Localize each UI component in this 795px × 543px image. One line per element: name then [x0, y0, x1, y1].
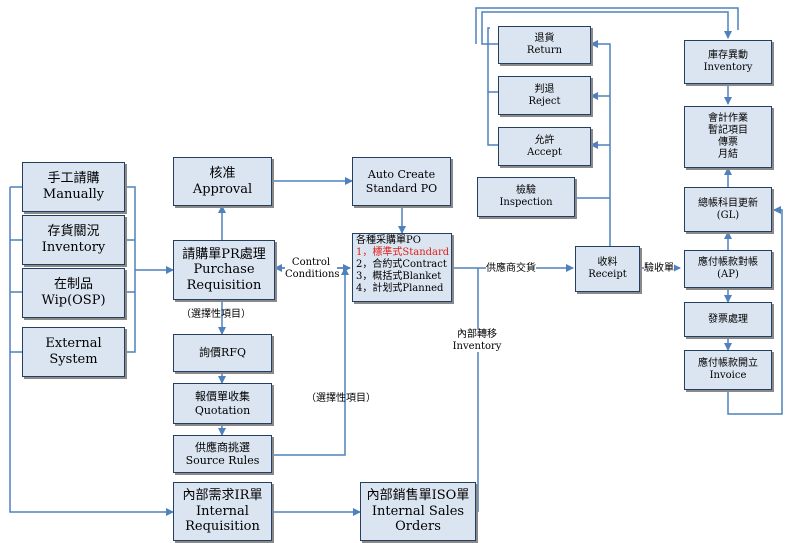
inspection-label-en: Inspection — [499, 197, 553, 208]
auto-create-label-2: Standard PO — [365, 181, 438, 195]
wip-label-zh: 在制品 — [53, 277, 93, 293]
internal-transfer-label-en: Inventory — [452, 340, 502, 352]
return-label-zh: 退貨 — [534, 33, 555, 44]
rfq-label: 詢價RFQ — [199, 346, 246, 360]
manually-label-zh: 手工請購 — [47, 171, 100, 187]
approval-label-en: Approval — [192, 181, 253, 197]
auto-create-label-1: Auto Create — [367, 168, 436, 182]
inventory-source-box[interactable]: 存貨關況 Inventory — [22, 215, 125, 265]
po-type-contract: 2，合約式Contract — [356, 259, 447, 270]
return-box[interactable]: 退貨 Return — [498, 26, 591, 64]
reject-box[interactable]: 判退 Reject — [498, 76, 591, 115]
inspection-box[interactable]: 檢驗 Inspection — [477, 177, 575, 217]
po-type-blanket: 3，概括式Blanket — [356, 271, 442, 282]
po-types-box[interactable]: 各種采購單PO 1，標準式Standard 2，合約式Contract 3，概括… — [352, 233, 452, 302]
receipt-box[interactable]: 收料 Receipt — [575, 246, 640, 292]
internal-transfer-label: 內部轉移 Inventory — [452, 329, 502, 352]
pr-label-zh: 請購單PR處理 — [182, 246, 266, 262]
external-system-box[interactable]: External System — [22, 327, 125, 377]
connector-reject-loop — [487, 27, 498, 93]
ir-label-en-1: Internal — [196, 503, 249, 519]
source-rules-label-zh: 供應商挑選 — [195, 440, 250, 454]
connector-receipt-bus — [590, 40, 611, 246]
return-label-en: Return — [526, 45, 563, 56]
control-label-1: Control — [291, 257, 331, 268]
accept-label-en: Accept — [527, 146, 562, 158]
invoice-label-en: Invoice — [709, 370, 747, 381]
gl-label-zh: 總帳科目更新 — [698, 197, 758, 209]
accept-box[interactable]: 允許 Accept — [498, 127, 591, 166]
accept-label-zh: 允許 — [534, 134, 555, 146]
inventory-transfer-box[interactable]: 庫存異動 Inventory — [684, 40, 772, 84]
connector-sources-bus — [9, 187, 174, 516]
accounting-box[interactable]: 會計作業 暫記項目 傳票 月結 — [684, 106, 772, 168]
control-conditions-label: Control Conditions — [285, 257, 340, 280]
auto-create-box[interactable]: Auto Create Standard PO — [352, 157, 451, 206]
external-label-2: System — [49, 352, 98, 367]
quotation-box[interactable]: 報價單收集 Quotation — [173, 383, 272, 424]
inspection-label-zh: 檢驗 — [516, 185, 536, 196]
connector-invoice-gl — [727, 206, 783, 415]
po-type-planned: 4，計划式Planned — [356, 283, 444, 294]
connector-right-bus — [125, 186, 136, 353]
inv-transfer-label-en: Inventory — [703, 62, 753, 73]
purchase-requisition-box[interactable]: 請購單PR處理 Purchase Requisition — [173, 240, 275, 300]
quotation-label-en: Quotation — [194, 403, 251, 417]
gl-box[interactable]: 總帳科目更新 (GL) — [684, 187, 772, 232]
po-type-standard: 1，標準式Standard — [356, 247, 450, 258]
ir-label-zh: 內部需求IR單 — [182, 488, 263, 504]
invoice-processing-box[interactable]: 發票處理 — [684, 302, 772, 337]
accounting-label-4: 月結 — [718, 149, 738, 160]
external-label-1: External — [45, 336, 102, 352]
iso-label-en-1: Internal Sales — [371, 503, 465, 519]
ap-box[interactable]: 應付帳款對帳 (AP) — [684, 250, 772, 288]
manually-box[interactable]: 手工請購 Manually — [22, 162, 125, 212]
optional-label-pr: （選擇性項目） — [181, 309, 251, 320]
ir-label-en-2: Requisition — [185, 519, 260, 535]
connector-top-loop — [475, 7, 739, 44]
gl-label-en: (GL) — [716, 209, 740, 221]
connector-source-po — [272, 267, 349, 456]
iso-label-zh: 內部銷售單ISO單 — [366, 488, 470, 504]
receipt-label-en: Receipt — [588, 269, 627, 280]
internal-transfer-label-zh: 內部轉移 — [457, 329, 497, 340]
accounting-label-2: 暫記項目 — [708, 125, 748, 136]
receipt-label-zh: 收料 — [597, 257, 618, 268]
inventory-label-en: Inventory — [41, 240, 106, 255]
source-rules-box[interactable]: 供應商挑選 Source Rules — [173, 435, 272, 473]
iso-label-en-2: Orders — [395, 519, 441, 535]
accounting-label-3: 傳票 — [718, 137, 738, 148]
approval-label-zh: 核准 — [209, 165, 236, 181]
wip-box[interactable]: 在制品 Wip(OSP) — [22, 268, 125, 318]
reject-label-zh: 判退 — [534, 83, 555, 95]
optional-label-source: （選擇性項目） — [306, 393, 376, 404]
internal-sales-orders-box[interactable]: 內部銷售單ISO單 Internal Sales Orders — [360, 482, 476, 541]
supplier-delivery-label: 供應商交貨 — [486, 263, 536, 275]
pr-label-en-2: Requisition — [186, 277, 262, 293]
inventory-label-zh: 存貨關況 — [47, 224, 100, 240]
po-types-title: 各種采購單PO — [356, 235, 421, 246]
invoice-box[interactable]: 應付帳款開立 Invoice — [684, 350, 772, 390]
ap-label-zh: 應付帳款對帳 — [698, 257, 758, 268]
manually-label-en: Manually — [42, 187, 105, 202]
connector-accept-loop — [487, 92, 498, 146]
invoice-label-zh: 應付帳款開立 — [698, 358, 758, 369]
internal-requisition-box[interactable]: 內部需求IR單 Internal Requisition — [173, 482, 272, 541]
accounting-label-1: 會計作業 — [708, 113, 748, 124]
reject-label-en: Reject — [528, 95, 561, 107]
inv-transfer-label-zh: 庫存異動 — [708, 50, 748, 61]
pr-label-en-1: Purchase — [193, 262, 255, 278]
quotation-label-zh: 報價單收集 — [195, 390, 250, 404]
invoice-proc-label: 發票處理 — [708, 313, 748, 325]
control-label-2: Conditions — [285, 268, 340, 280]
wip-label-en: Wip(OSP) — [41, 293, 106, 308]
approval-box[interactable]: 核准 Approval — [173, 157, 272, 206]
source-rules-label-en: Source Rules — [185, 454, 260, 467]
receipt-verify-label: 驗收單 — [644, 263, 674, 275]
rfq-box[interactable]: 詢價RFQ — [173, 334, 272, 372]
ap-label-en: (AP) — [717, 269, 739, 280]
